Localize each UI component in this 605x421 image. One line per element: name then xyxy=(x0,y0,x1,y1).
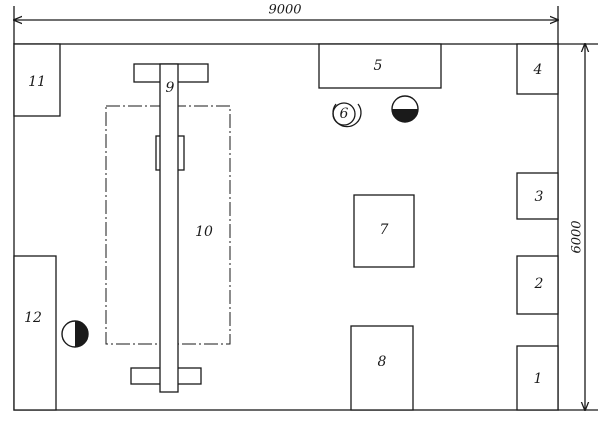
equipment-10-label: 10 xyxy=(195,224,213,240)
lamp-icon-2 xyxy=(61,320,89,348)
equipment-5: 5 xyxy=(318,43,442,89)
equipment-2-label: 2 xyxy=(534,276,544,292)
equipment-7-label: 7 xyxy=(380,222,389,238)
width-dimension-label: 9000 xyxy=(268,3,301,18)
equipment-11-label: 11 xyxy=(28,74,46,90)
equipment-12: 12 xyxy=(13,255,57,411)
equipment-8-label: 8 xyxy=(378,354,387,370)
room-outline xyxy=(13,43,559,411)
lamp-icon xyxy=(391,95,419,123)
equipment-3: 3 xyxy=(516,172,559,220)
equipment-5-label: 5 xyxy=(374,58,383,74)
equipment-3-label: 3 xyxy=(535,189,544,205)
equipment-4-label: 4 xyxy=(533,62,543,78)
equipment-9-label: 9 xyxy=(166,80,175,96)
height-dimension-label: 6000 xyxy=(570,220,585,253)
width-dimension: 9000 xyxy=(14,3,558,44)
equipment-12-label: 12 xyxy=(24,310,42,326)
equipment-1: 1 xyxy=(516,345,559,411)
equipment-8: 8 xyxy=(350,325,414,411)
height-dimension: 6000 xyxy=(558,44,598,410)
equipment-4: 4 xyxy=(516,43,559,95)
equipment-2: 2 xyxy=(516,255,559,315)
equipment-1-label: 1 xyxy=(534,371,543,387)
equipment-11: 11 xyxy=(13,43,61,117)
equipment-6-sink: 6 xyxy=(332,102,362,128)
equipment-7: 7 xyxy=(353,194,415,268)
equipment-9-crane: 9 xyxy=(130,63,209,393)
equipment-6-label: 6 xyxy=(340,106,349,122)
